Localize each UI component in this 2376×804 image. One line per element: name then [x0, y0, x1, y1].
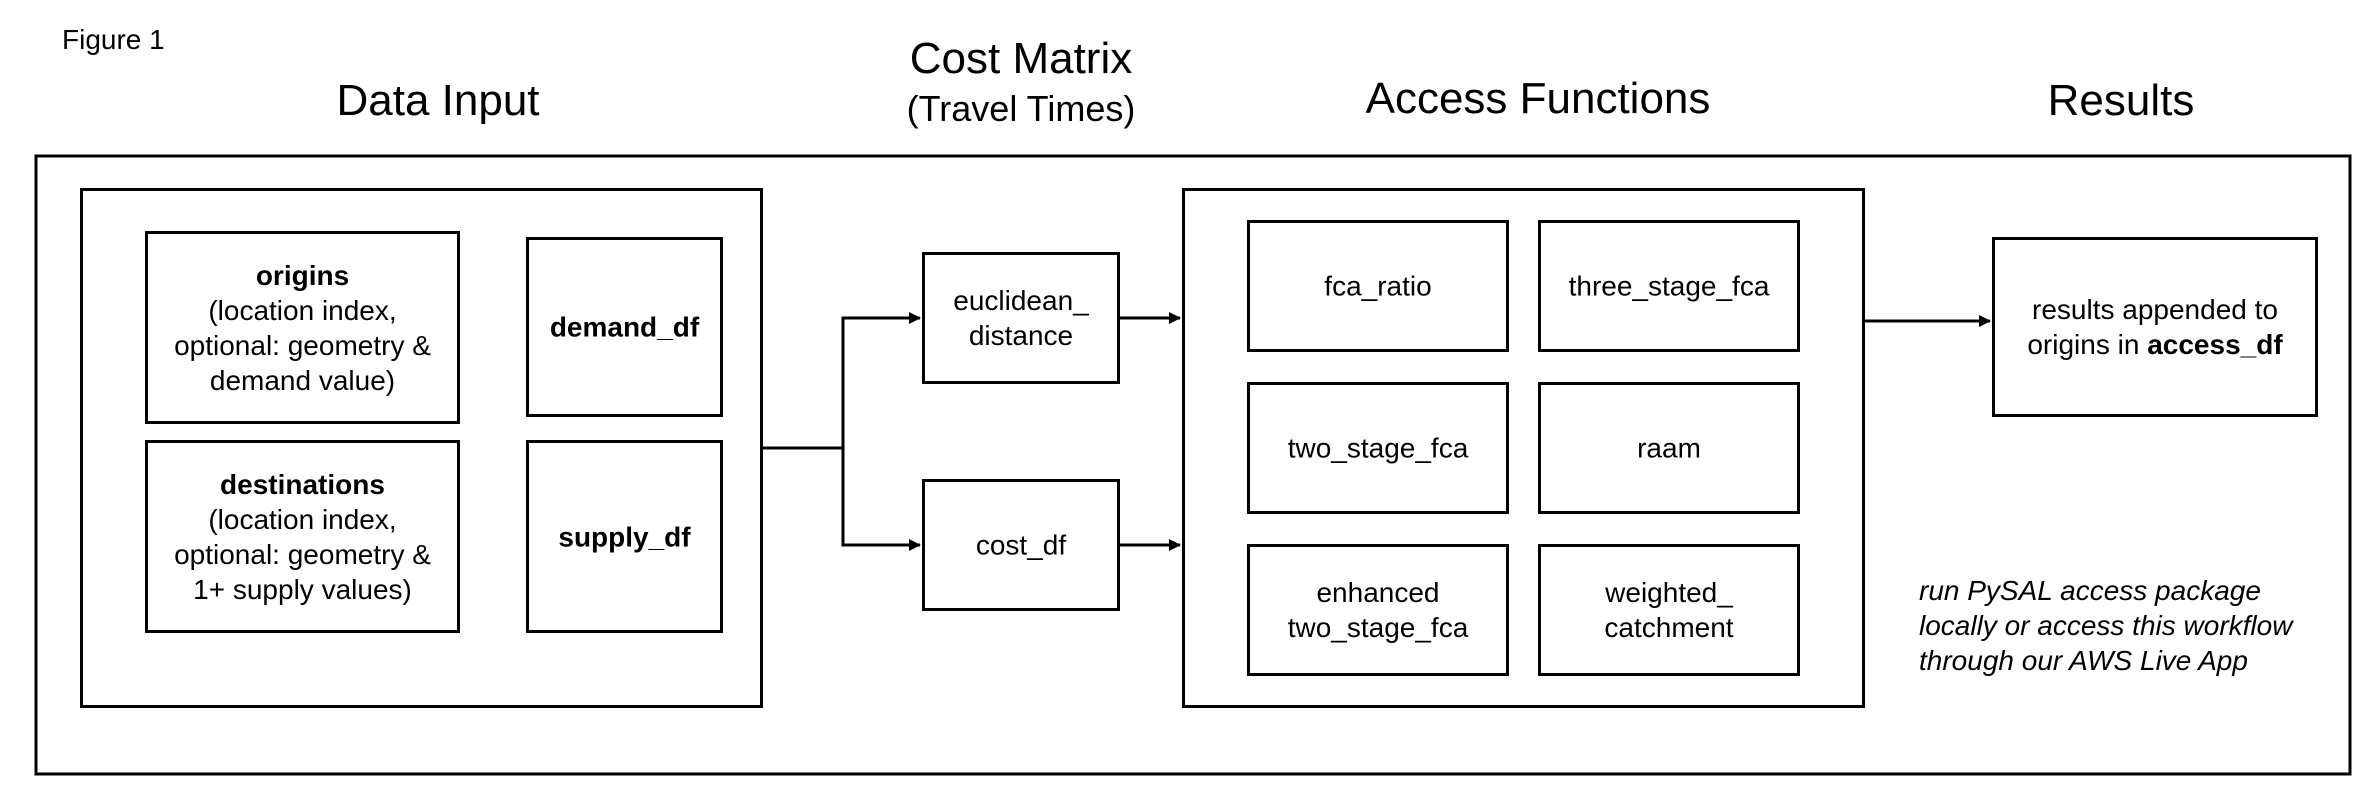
destinations-desc-line1: (location index, — [208, 503, 397, 535]
arrow-split-cost — [841, 448, 921, 551]
origins-desc-line1: (location index, — [208, 294, 397, 326]
enhanced-label-line1: enhanced — [1316, 577, 1440, 608]
figure-label: Figure 1 — [62, 24, 165, 55]
heading-access-functions: Access Functions — [1365, 74, 1711, 123]
heading-results: Results — [2047, 76, 2195, 125]
demand-df-label: demand_df — [549, 311, 700, 343]
supply-df-label: supply_df — [558, 521, 691, 552]
origins-box: origins (location index, optional: geome… — [145, 231, 460, 424]
raam-box: raam — [1538, 382, 1800, 514]
raam-label: raam — [1637, 432, 1701, 464]
note-line1: run PySAL access package — [1919, 575, 2261, 606]
fca-ratio-label: fca_ratio — [1324, 270, 1432, 302]
two-stage-fca-label: two_stage_fca — [1287, 432, 1469, 464]
arrow-split-euclidean — [841, 312, 921, 448]
results-box: results appended to origins in access_df — [1992, 237, 2318, 417]
euclidean-label-line1: euclidean_ — [953, 285, 1089, 316]
supply-df-box: supply_df — [526, 440, 723, 633]
enhanced-label-line2: two_stage_fca — [1287, 612, 1469, 643]
results-access-df: access_df — [2147, 329, 2283, 360]
heading-cost-matrix: Cost Matrix — [909, 34, 1133, 83]
weighted-catchment-box: weighted_ catchment — [1538, 544, 1800, 676]
note-line3: through our AWS Live App — [1919, 645, 2248, 676]
heading-data-input: Data Input — [336, 76, 540, 125]
weighted-label-line1: weighted_ — [1605, 577, 1733, 608]
destinations-desc-line2: optional: geometry & — [174, 538, 431, 570]
results-label-line1: results appended to — [2032, 294, 2278, 325]
demand-df-box: demand_df — [526, 237, 723, 417]
destinations-desc-line3: 1+ supply values) — [193, 573, 412, 605]
workflow-frame — [34, 154, 2352, 776]
fca-ratio-box: fca_ratio — [1247, 220, 1509, 352]
note-line2: locally or access this workflow — [1919, 610, 2293, 641]
results-label-line2: origins in access_df — [1995, 327, 2315, 362]
euclidean-distance-box: euclidean_ distance — [922, 252, 1120, 384]
cost-df-box: cost_df — [922, 479, 1120, 611]
results-label-prefix: origins in — [2027, 329, 2148, 360]
origins-desc-line3: demand value) — [209, 364, 396, 396]
weighted-label-line2: catchment — [1604, 612, 1734, 643]
enhanced-two-stage-fca-box: enhanced two_stage_fca — [1247, 544, 1509, 676]
two-stage-fca-box: two_stage_fca — [1247, 382, 1509, 514]
three-stage-fca-label: three_stage_fca — [1568, 270, 1770, 302]
cost-df-label: cost_df — [975, 529, 1067, 561]
origins-desc-line2: optional: geometry & — [174, 329, 431, 361]
destinations-box: destinations (location index, optional: … — [145, 440, 460, 633]
origins-title: origins — [255, 259, 350, 291]
euclidean-label-line2: distance — [968, 320, 1074, 351]
workflow-note: run PySAL access package locally or acce… — [1919, 573, 2292, 678]
three-stage-fca-box: three_stage_fca — [1538, 220, 1800, 352]
heading-cost-matrix-subtitle: (Travel Times) — [906, 88, 1136, 129]
destinations-title: destinations — [220, 468, 385, 500]
